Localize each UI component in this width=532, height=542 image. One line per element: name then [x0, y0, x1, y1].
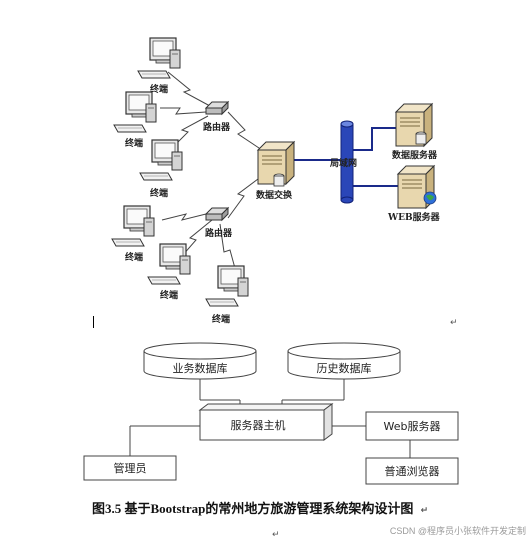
lan-backbone	[340, 120, 354, 204]
csdn-watermark: CSDN @程序员小张软件开发定制	[389, 526, 526, 536]
paragraph-mark-3: ↵	[272, 530, 280, 540]
terminal-5	[147, 243, 191, 285]
terminal-1	[137, 37, 181, 79]
router-2	[205, 207, 229, 221]
paragraph-mark-1: ↵	[450, 318, 458, 328]
web-server-label: WEB服务器	[387, 211, 441, 223]
web-server-node	[397, 165, 437, 209]
browser-label: 普通浏览器	[385, 464, 440, 478]
router-label-2: 路由器	[205, 227, 233, 239]
browser-box	[365, 457, 459, 485]
caption-text: 图3.5 基于Bootstrap的常州地方旅游管理系统架构设计图	[92, 501, 414, 516]
web-server-box-label: Web服务器	[384, 420, 441, 433]
business-db-cylinder	[143, 342, 257, 380]
server-host-box	[198, 403, 334, 441]
terminal-label-1: 终端	[149, 83, 168, 95]
terminal-2	[113, 91, 157, 133]
router-1	[205, 101, 229, 115]
admin-label: 管理员	[114, 461, 147, 475]
terminal-label-3: 终端	[149, 187, 168, 199]
paragraph-mark-2: ↵	[420, 506, 429, 516]
data-exchange-server	[257, 141, 295, 187]
text-cursor	[93, 316, 94, 328]
admin-box	[83, 455, 177, 481]
terminal-label-2: 终端	[124, 137, 143, 149]
terminal-label-5: 终端	[159, 289, 178, 301]
history-db-cylinder	[287, 342, 401, 380]
business-db-label: 业务数据库	[173, 361, 228, 375]
data-exchange-label: 数据交换	[256, 189, 293, 201]
data-server-label: 数据服务器	[392, 149, 438, 161]
terminal-3	[139, 139, 183, 181]
data-server	[395, 103, 433, 147]
web-server-box	[365, 411, 459, 441]
router-label-1: 路由器	[203, 121, 231, 133]
terminal-4	[111, 205, 155, 247]
server-host-label: 服务器主机	[231, 418, 286, 432]
terminal-label-4: 终端	[124, 251, 143, 263]
lan-label: 局域网	[330, 157, 357, 169]
figure-caption: 图3.5 基于Bootstrap的常州地方旅游管理系统架构设计图 ↵	[92, 498, 428, 517]
terminal-6	[205, 265, 249, 307]
history-db-label: 历史数据库	[317, 361, 372, 375]
terminal-label-6: 终端	[211, 313, 230, 325]
